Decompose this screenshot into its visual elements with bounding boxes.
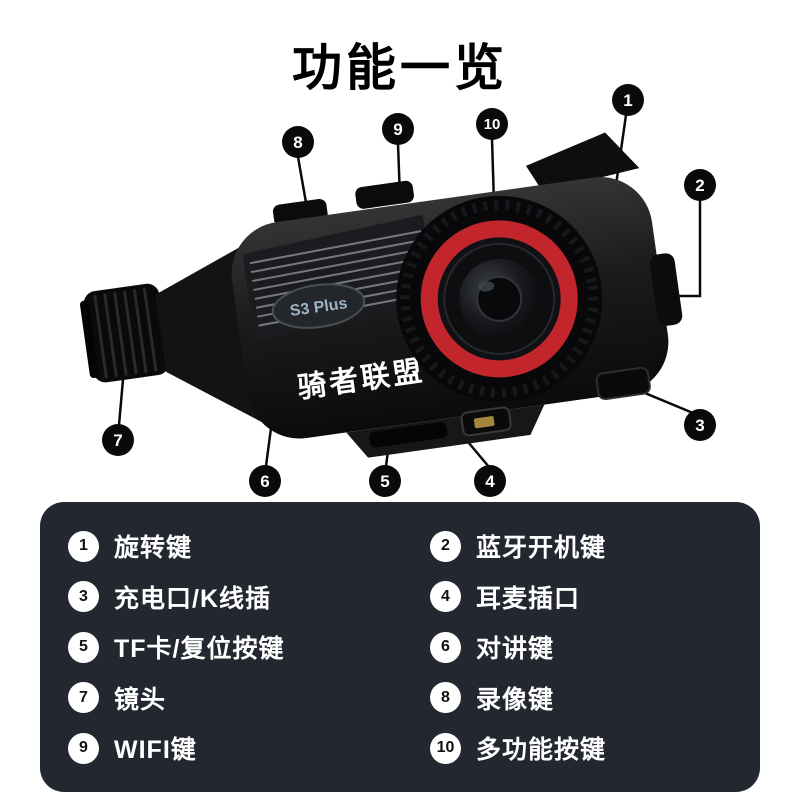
callout-6: 6 <box>249 465 281 497</box>
legend-item-number: 6 <box>430 631 461 663</box>
callout-8: 8 <box>282 126 314 158</box>
legend-item-number: 10 <box>430 732 461 764</box>
legend-item-label: TF卡/复位按键 <box>114 635 285 663</box>
legend-item-label: 耳麦插口 <box>476 584 581 613</box>
callout-9: 9 <box>382 113 414 145</box>
legend-item: 3 充电口/K线插 <box>68 573 400 621</box>
legend-item-label: 镜头 <box>114 685 167 714</box>
legend-item-number: 2 <box>430 530 461 562</box>
legend-item-label: 对讲键 <box>476 635 555 663</box>
legend-item-number: 9 <box>68 732 99 764</box>
legend-item-number: 3 <box>68 581 99 612</box>
legend-item-label: 录像键 <box>476 685 555 714</box>
legend-item: 6 对讲键 <box>400 623 732 671</box>
badge-shape <box>271 283 366 329</box>
callout-3: 3 <box>684 409 716 441</box>
legend-item-number: 7 <box>68 682 99 713</box>
legend-item: 1 旋转键 <box>68 522 400 570</box>
legend-item-label: 多功能按键 <box>476 736 607 764</box>
legend-item: 7 镜头 <box>68 674 400 722</box>
callout-1: 1 <box>612 84 644 116</box>
callout-2: 2 <box>684 169 716 201</box>
page-title: 功能一览 <box>292 40 508 96</box>
legend-item-label: 蓝牙开机键 <box>476 534 607 562</box>
legend-item-label: 充电口/K线插 <box>114 584 272 613</box>
callout-7: 7 <box>102 424 134 456</box>
callout-5: 5 <box>369 465 401 497</box>
legend-item: 4 耳麦插口 <box>400 573 732 621</box>
legend-item-number: 4 <box>430 581 461 612</box>
legend-item-number: 5 <box>68 631 99 663</box>
legend-item-number: 1 <box>68 530 99 562</box>
legend-item: 5 TF卡/复位按键 <box>68 623 400 671</box>
callout-4: 4 <box>474 465 506 497</box>
legend-item: 2 蓝牙开机键 <box>400 522 732 570</box>
legend-item-label: WIFI键 <box>114 736 197 764</box>
legend-item: 8 录像键 <box>400 674 732 722</box>
camera-lens <box>396 195 603 402</box>
device-body: S3 Plus 骑者联盟 <box>79 132 683 458</box>
legend-item: 10 多功能按键 <box>400 724 732 772</box>
legend-item-label: 旋转键 <box>114 534 193 562</box>
legend-panel: 1 旋转键 2 蓝牙开机键 3 充电口/K线插 4 耳麦插口 5 TF卡/复位按… <box>40 502 760 792</box>
legend-item: 9 WIFI键 <box>68 724 400 772</box>
legend-item-number: 8 <box>430 682 461 713</box>
product-image: S3 Plus 骑者联盟 <box>79 113 702 469</box>
callout-10: 10 <box>476 108 508 140</box>
